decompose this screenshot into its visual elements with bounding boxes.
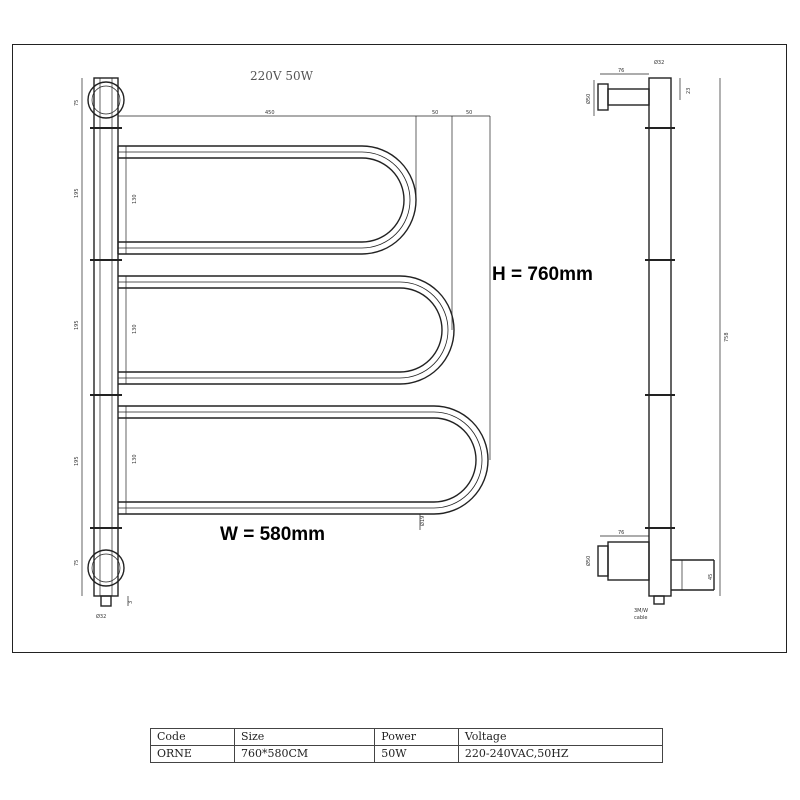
dim-inner-2: 130: [132, 324, 138, 334]
cell-power: 50W: [374, 745, 459, 763]
side-dim-bracket-dia-bottom: Ø50: [585, 556, 592, 566]
loop-1: [117, 145, 417, 255]
table-row: ORNE 760*580CM 50W 220-240VAC,50HZ: [150, 745, 664, 763]
side-top-bracket: [593, 80, 650, 116]
side-dimension-lines: [600, 73, 721, 596]
front-bottom-cap: [87, 549, 125, 587]
front-top-cap: [87, 81, 125, 119]
side-dim-bracket-top: 76: [618, 68, 624, 74]
dim-vertical-2: 195: [74, 188, 80, 198]
header-size: Size: [233, 728, 376, 746]
dim-post-dia: Ø32: [96, 613, 106, 620]
dim-top-width: 450: [265, 110, 275, 116]
side-dim-bracket-h-top: 23: [686, 88, 692, 94]
front-cable-stub: [100, 595, 112, 607]
width-callout: W = 580mm: [220, 524, 325, 545]
spec-table: Code Size Power Voltage ORNE 760*580CM 5…: [150, 728, 664, 763]
side-dim-bracket-h-bottom: 45: [708, 574, 714, 580]
technical-drawing: 220V 50W H = 760mm W = 580mm 450 50 50 7…: [74, 59, 730, 621]
dim-vertical-4: 195: [74, 456, 80, 466]
dim-vertical-3: 195: [74, 320, 80, 330]
dim-vertical-1: 75: [74, 100, 80, 106]
side-dim-total-height: 758: [724, 332, 730, 342]
drawing-frame: [12, 44, 787, 653]
height-callout: H = 760mm: [492, 264, 593, 285]
dim-tube-dia: Ø19: [419, 516, 426, 526]
side-post: [645, 77, 675, 597]
side-cable-note: 3M/W: [634, 608, 648, 614]
cell-code: ORNE: [150, 745, 235, 763]
dim-bottom-gap: 3: [128, 601, 134, 604]
side-cable-note-2: cable: [634, 615, 647, 621]
loop-3: [118, 405, 489, 515]
cell-size: 760*580CM: [233, 745, 376, 763]
header-voltage: Voltage: [457, 728, 664, 746]
front-dimension-lines: [81, 78, 491, 606]
header-power: Power: [374, 728, 459, 746]
side-dim-bracket-dia-top: Ø50: [585, 94, 592, 104]
dim-inner-1: 130: [132, 194, 138, 204]
dim-inner-3: 130: [132, 454, 138, 464]
dim-offset-2: 50: [466, 110, 472, 116]
dim-vertical-5: 75: [74, 560, 80, 566]
side-bottom-bracket: [597, 541, 715, 591]
side-dim-post-top: Ø32: [654, 59, 664, 66]
dim-offset-1: 50: [432, 110, 438, 116]
header-code: Code: [150, 728, 235, 746]
spec-header: 220V 50W: [250, 69, 314, 83]
spec-table-header-row: Code Size Power Voltage: [150, 728, 664, 746]
side-cable-stub: [653, 595, 665, 605]
loop-2: [118, 275, 455, 385]
side-dim-bracket-bottom: 76: [618, 530, 624, 536]
cell-voltage: 220-240VAC,50HZ: [457, 745, 664, 763]
front-post: [90, 77, 122, 597]
